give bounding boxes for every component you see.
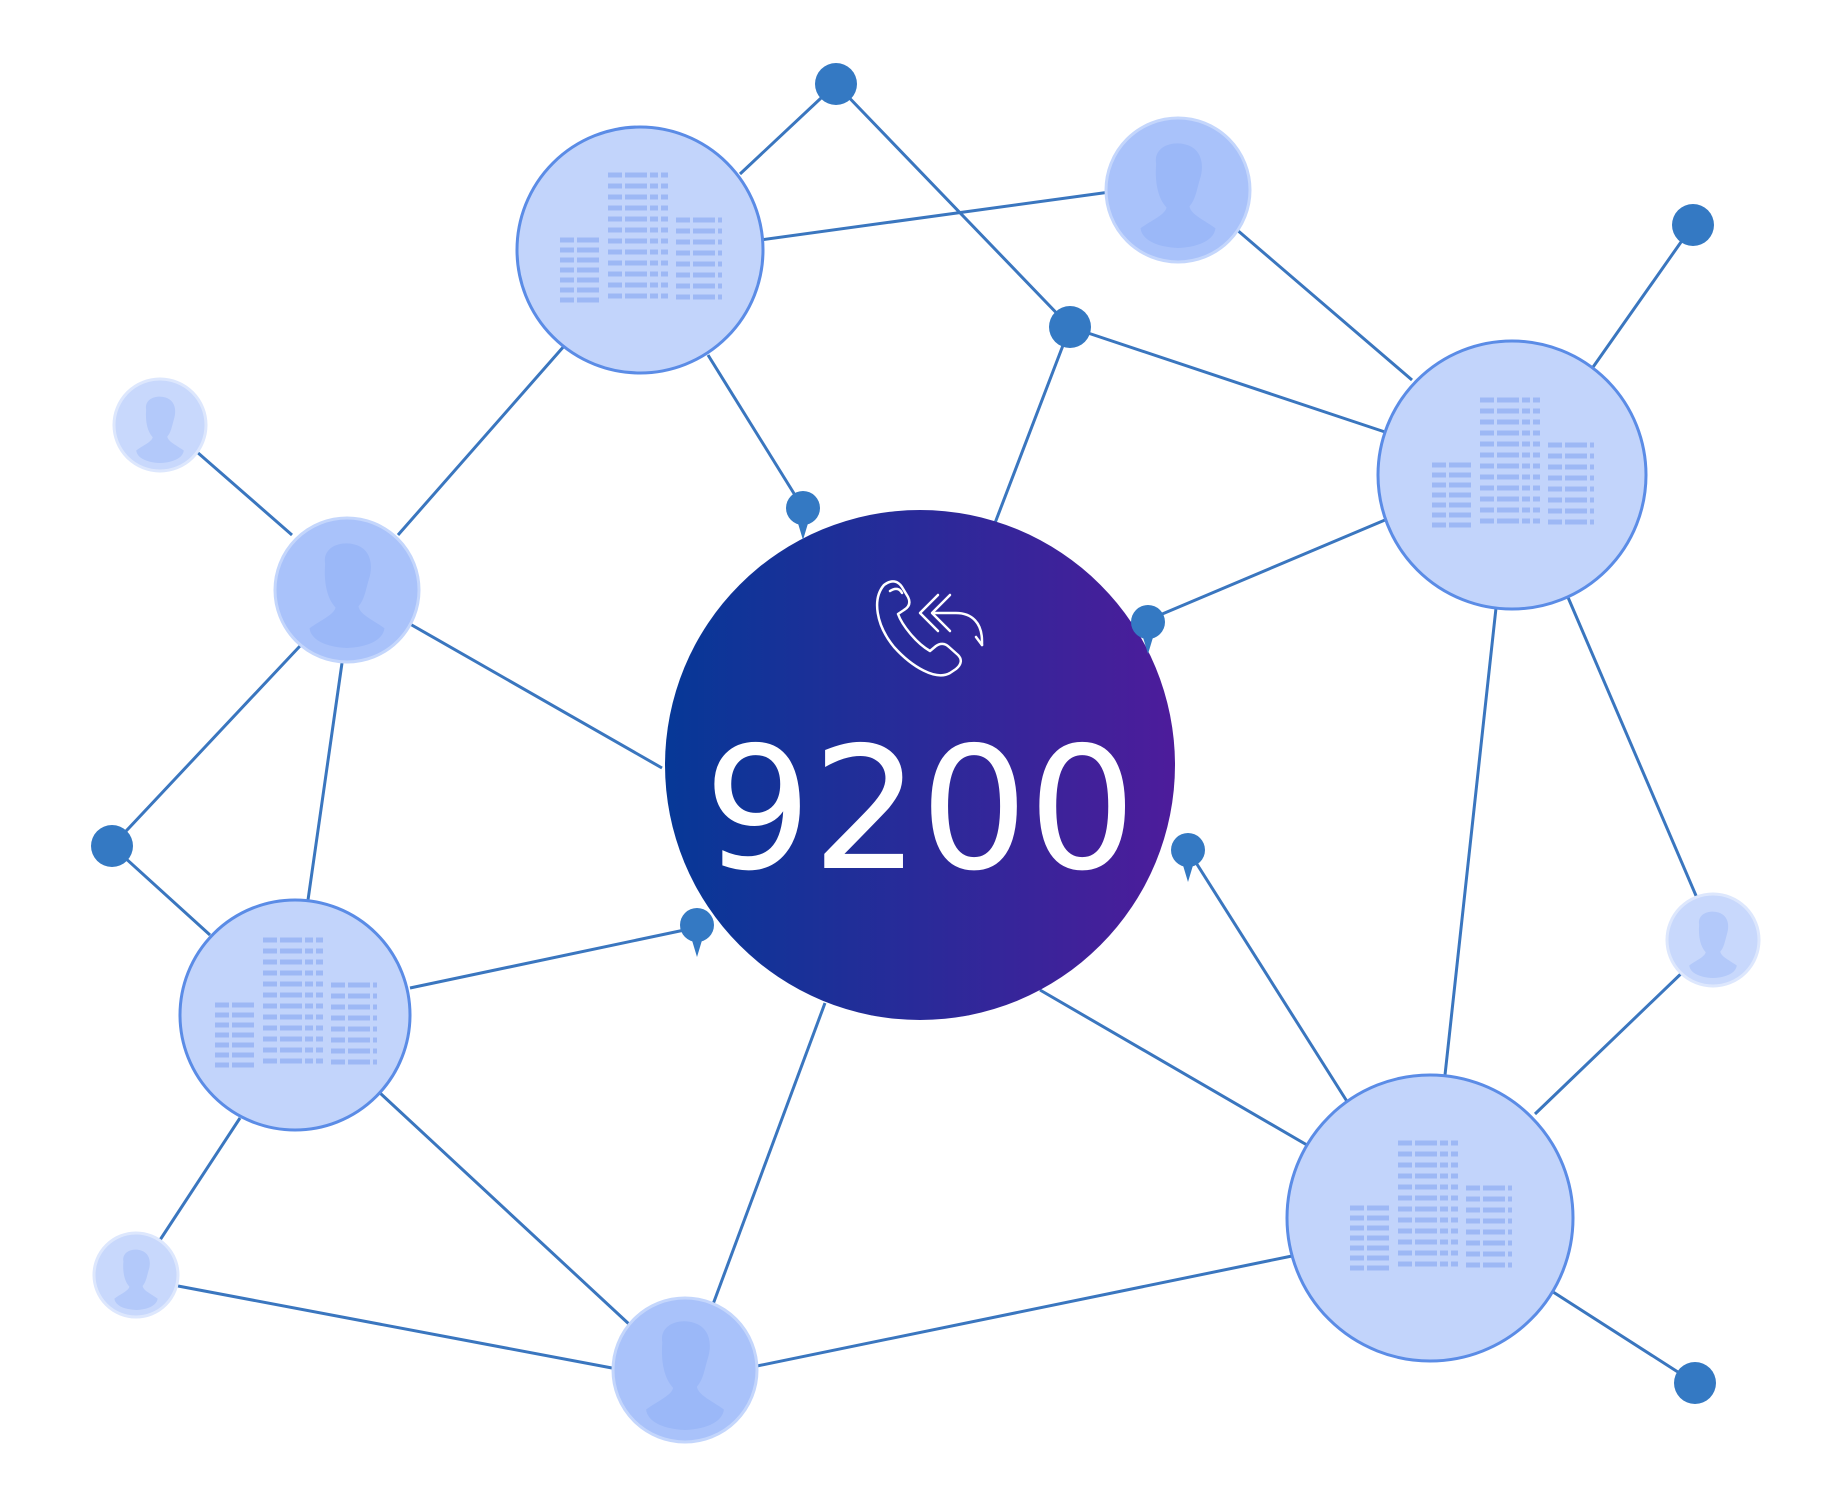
- edge: [1443, 607, 1498, 1076]
- edge: [1039, 988, 1308, 1147]
- hub-node: 9200: [665, 510, 1175, 1020]
- edge: [110, 844, 212, 937]
- edge: [710, 1002, 827, 1308]
- person-node: [611, 1296, 759, 1444]
- pin-marker: [1171, 833, 1205, 882]
- edge: [1069, 325, 1386, 434]
- edge: [1549, 1288, 1696, 1385]
- edge: [738, 82, 838, 176]
- person-node-small: [1665, 892, 1761, 988]
- edge: [993, 326, 1072, 524]
- edge: [756, 1254, 1293, 1368]
- edge: [378, 1091, 632, 1327]
- person-node-small: [92, 1231, 180, 1319]
- person-node: [273, 516, 421, 664]
- edge: [396, 344, 567, 536]
- edge: [1147, 518, 1386, 622]
- person-node-small: [112, 377, 208, 473]
- pin-marker: [1131, 605, 1165, 654]
- connector-dot: [1672, 204, 1714, 246]
- edge: [177, 1284, 613, 1370]
- connector-dot: [1049, 306, 1091, 348]
- hub-circle: [665, 510, 1175, 1020]
- edge: [706, 354, 805, 509]
- building-node: [1285, 1073, 1575, 1363]
- connector-dot: [815, 63, 857, 105]
- edge: [1589, 224, 1695, 371]
- edge: [1533, 965, 1690, 1116]
- edge: [196, 450, 293, 537]
- phone-callback-icon: [876, 580, 984, 677]
- edge: [409, 926, 695, 990]
- edge: [834, 82, 1072, 329]
- edge: [110, 644, 302, 848]
- edge: [1235, 227, 1413, 382]
- person-node: [1104, 116, 1252, 264]
- edge: [1565, 594, 1699, 899]
- connector-dots: [91, 63, 1716, 1404]
- edge: [306, 662, 344, 901]
- building-node: [1376, 339, 1648, 611]
- pin-markers: [680, 491, 1205, 957]
- edge: [1186, 849, 1350, 1104]
- edge: [759, 190, 1111, 242]
- pin-marker: [786, 491, 820, 540]
- connector-dot: [1674, 1362, 1716, 1404]
- edges: [110, 82, 1699, 1385]
- edge: [158, 1117, 242, 1241]
- hub-number: 9200: [704, 711, 1137, 909]
- pin-marker: [680, 908, 714, 957]
- connector-dot: [91, 825, 133, 867]
- building-node: [178, 898, 412, 1132]
- edge: [409, 622, 663, 770]
- building-node: [515, 125, 765, 375]
